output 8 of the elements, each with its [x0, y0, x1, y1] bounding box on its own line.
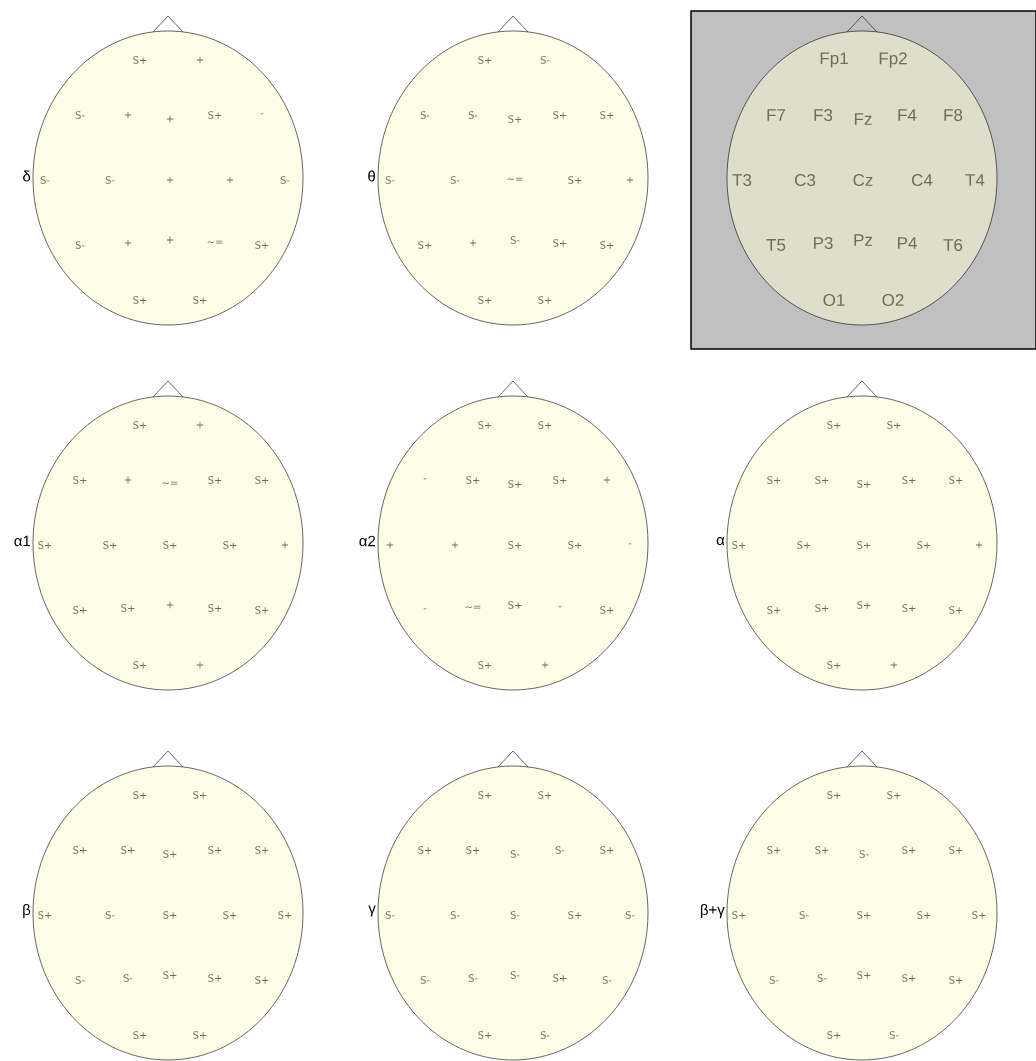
band-label: θ	[368, 170, 375, 182]
band-label: α	[716, 536, 725, 546]
band-label: α1	[14, 535, 31, 547]
band-label: α2	[359, 535, 376, 547]
band-label: γ	[368, 905, 376, 917]
band-label: β+γ	[700, 904, 725, 918]
band-label: δ	[23, 170, 31, 182]
band-label: β	[23, 904, 31, 918]
